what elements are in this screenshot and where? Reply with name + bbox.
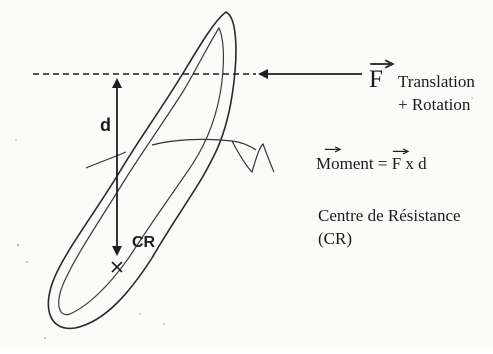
distance-label: d <box>100 115 111 135</box>
moment-times-d: x d <box>401 154 427 173</box>
scan-speckles <box>15 97 473 339</box>
force-vector-label: F <box>369 59 395 93</box>
vector-arrow-icon <box>370 59 395 69</box>
force-effect-rotation: + Rotation <box>398 95 471 114</box>
crest-line <box>151 138 257 151</box>
centre-definition-line2: (CR) <box>318 229 352 248</box>
tooth-outer-outline <box>47 11 237 330</box>
centre-definition-line1: Centre de Résistance <box>318 206 461 225</box>
moment-equals: = <box>373 154 392 173</box>
moment-formula: Moment = F x d <box>316 145 427 173</box>
centre-of-resistance-marker <box>111 261 123 273</box>
vector-arrow-icon <box>324 145 342 153</box>
gum-line-left <box>85 151 127 169</box>
force-effect-translation: Translation <box>398 72 475 91</box>
vector-arrow-icon <box>392 148 410 155</box>
moment-force-symbol: F <box>391 154 402 173</box>
force-symbol: F <box>369 66 383 93</box>
centre-resistance-label: CR <box>132 234 156 251</box>
moment-word: Moment <box>316 154 374 173</box>
bone-contour-right <box>231 140 275 174</box>
tooth-inner-outline <box>58 26 225 316</box>
